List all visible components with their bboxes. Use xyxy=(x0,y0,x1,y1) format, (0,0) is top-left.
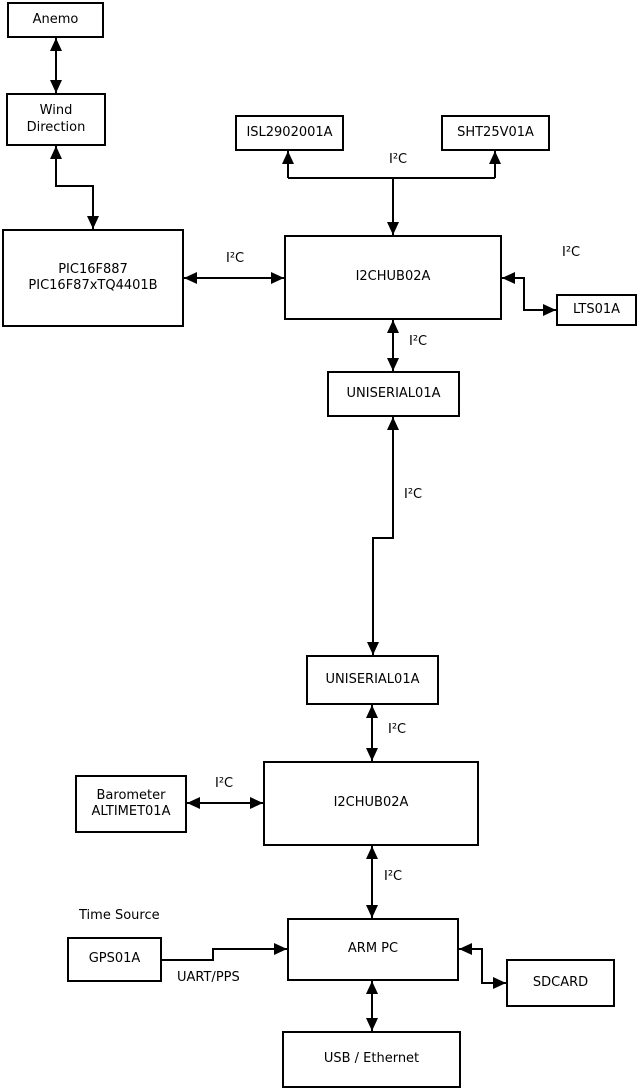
node-wind-direction-label: Wind Direction xyxy=(26,103,86,135)
edge-label-i2c-uniserial1-uniserial2: I²C xyxy=(404,487,423,502)
node-sht25v01a: SHT25V01A xyxy=(441,115,550,151)
node-usb-ethernet: USB / Ethernet xyxy=(282,1031,461,1088)
node-uniserial01a-2: UNISERIAL01A xyxy=(306,655,439,705)
node-i2chub02a-2: I2CHUB02A xyxy=(263,761,479,846)
node-isl2902001a-label: ISL2902001A xyxy=(246,124,333,140)
node-isl2902001a: ISL2902001A xyxy=(235,115,344,151)
node-gps01a-label: GPS01A xyxy=(88,951,141,967)
node-lts01a-label: LTS01A xyxy=(572,301,621,317)
node-anemo-label: Anemo xyxy=(32,11,79,27)
node-lts01a: LTS01A xyxy=(556,294,637,326)
edge-label-i2c-sensors: I²C xyxy=(389,152,408,167)
node-sdcard: SDCARD xyxy=(506,959,615,1007)
node-usb-ethernet-label: USB / Ethernet xyxy=(323,1051,420,1067)
node-anemo: Anemo xyxy=(7,2,104,38)
edge-hub1-lts xyxy=(502,272,556,316)
node-uniserial01a-1-label: UNISERIAL01A xyxy=(346,385,441,401)
node-i2chub02a-1-label: I2CHUB02A xyxy=(355,269,431,285)
edge-armpc-sdcard xyxy=(459,943,506,989)
edge-label-i2c-uniserial2-hub2: I²C xyxy=(388,722,407,737)
node-uniserial01a-1: UNISERIAL01A xyxy=(327,371,460,417)
node-sdcard-label: SDCARD xyxy=(532,974,589,990)
node-barometer-altimet01a-label: Barometer ALTIMET01A xyxy=(91,787,171,819)
node-arm-pc: ARM PC xyxy=(287,918,459,981)
node-sht25v01a-label: SHT25V01A xyxy=(457,124,534,140)
node-uniserial01a-2-label: UNISERIAL01A xyxy=(325,671,420,687)
edge-label-i2c-hub2-armpc: I²C xyxy=(384,869,403,884)
node-wind-direction: Wind Direction xyxy=(6,93,106,146)
node-gps01a: GPS01A xyxy=(67,937,162,982)
node-pic16f887-label: PIC16F887 PIC16F87xTQ4401B xyxy=(28,261,158,293)
edge-label-uart-pps: UART/PPS xyxy=(177,970,240,985)
edge-uniserial1-uniserial2 xyxy=(367,417,399,655)
edge-label-i2c-pic-hub1: I²C xyxy=(226,251,245,266)
edge-gps-armpc xyxy=(162,943,287,961)
node-i2chub02a-2-label: I2CHUB02A xyxy=(333,795,409,811)
node-pic16f887: PIC16F887 PIC16F87xTQ4401B xyxy=(2,229,184,327)
node-barometer-altimet01a: Barometer ALTIMET01A xyxy=(75,775,187,833)
edge-label-i2c-hub1-uniserial1: I²C xyxy=(409,334,428,349)
edge-label-i2c-hub1-lts: I²C xyxy=(562,245,581,260)
label-time-source: Time Source xyxy=(79,908,160,923)
edge-label-i2c-barometer-hub2: I²C xyxy=(215,776,234,791)
edge-wind-pic xyxy=(50,146,99,229)
node-i2chub02a-1: I2CHUB02A xyxy=(284,235,502,320)
node-arm-pc-label: ARM PC xyxy=(347,941,399,957)
